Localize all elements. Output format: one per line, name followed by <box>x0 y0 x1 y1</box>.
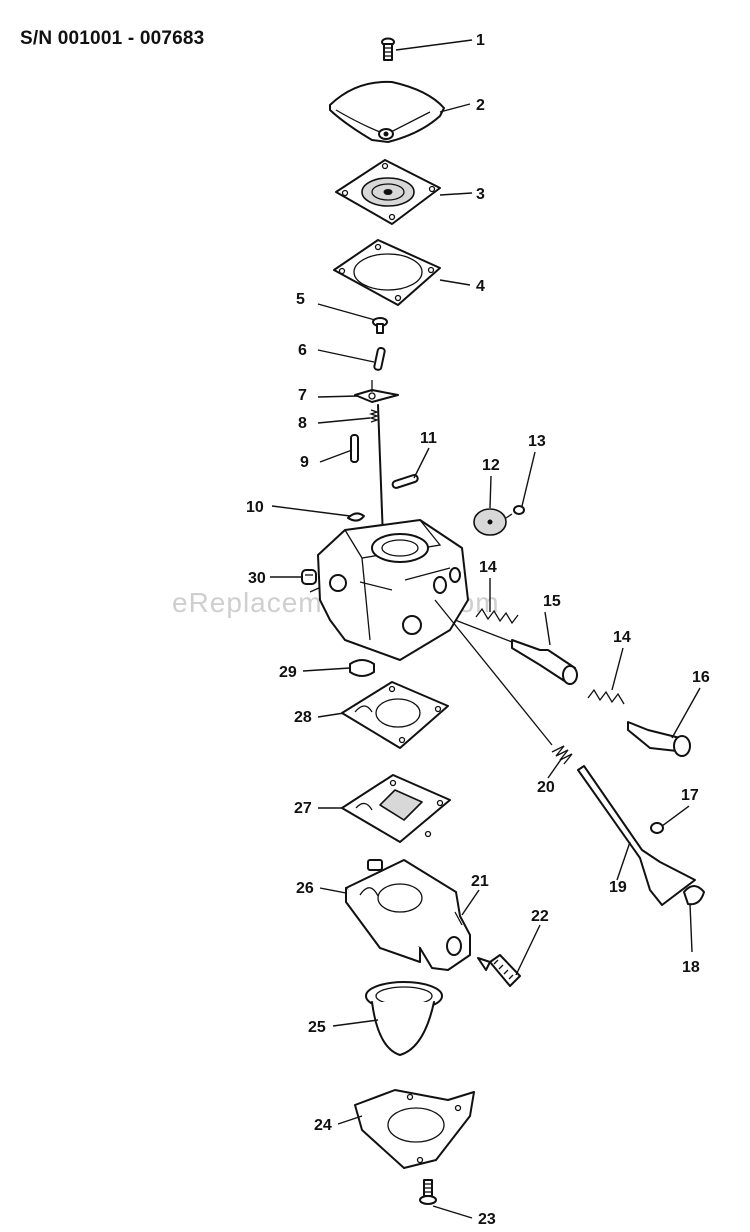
part-2-pump-cover <box>329 80 445 143</box>
part-17-nut <box>650 822 664 834</box>
callout-1: 1 <box>476 32 485 49</box>
part-14-spring-lower <box>587 688 625 705</box>
part-21-needle <box>454 911 463 926</box>
callout-21: 21 <box>471 873 489 890</box>
callout-4: 4 <box>476 278 485 295</box>
part-6-pin <box>373 346 386 371</box>
part-11-seal <box>391 474 419 489</box>
part-10-clip <box>347 512 365 522</box>
part-12-disc <box>473 508 507 536</box>
callout-labels: 1 2 3 4 5 6 7 8 9 10 11 12 13 14 15 14 1… <box>246 32 710 1228</box>
callout-2: 2 <box>476 97 485 114</box>
part-23-screw <box>419 1179 437 1205</box>
part-30-plug <box>301 569 317 585</box>
part-5-screw <box>372 317 388 334</box>
part-24-flange <box>354 1089 475 1169</box>
serial-range-title: S/N 001001 - 007683 <box>20 28 205 49</box>
part-8-spring <box>368 409 380 423</box>
callout-23: 23 <box>478 1211 496 1228</box>
callout-14-upper: 14 <box>479 559 497 576</box>
callout-14-lower: 14 <box>613 629 631 646</box>
callout-19: 19 <box>609 879 627 896</box>
carburetor-body <box>317 519 469 661</box>
callout-25: 25 <box>308 1019 326 1036</box>
part-28-gasket <box>341 681 449 749</box>
callout-10: 10 <box>246 499 264 516</box>
part-25-primer-bulb <box>365 981 443 1056</box>
part-14-spring-upper <box>475 607 519 625</box>
callout-13: 13 <box>528 433 546 450</box>
part-7-metering-lever <box>354 380 399 403</box>
part-19-lever <box>577 765 696 906</box>
callout-5: 5 <box>296 291 305 308</box>
part-26-cover <box>345 859 471 971</box>
callout-20: 20 <box>537 779 555 796</box>
callout-8: 8 <box>298 415 307 432</box>
part-9-pin <box>350 434 359 463</box>
callout-16: 16 <box>692 669 710 686</box>
callout-28: 28 <box>294 709 312 726</box>
part-18-clip <box>683 885 705 906</box>
callout-26: 26 <box>296 880 314 897</box>
callout-12: 12 <box>482 457 500 474</box>
callout-27: 27 <box>294 800 312 817</box>
part-16-needle <box>627 721 691 757</box>
callout-11: 11 <box>420 430 437 447</box>
callout-9: 9 <box>300 454 309 471</box>
part-27-diaphragm <box>341 774 451 843</box>
callout-22: 22 <box>531 908 549 925</box>
callout-30: 30 <box>248 570 266 587</box>
part-1-screw <box>381 37 395 61</box>
callout-18: 18 <box>682 959 700 976</box>
callout-15: 15 <box>543 593 561 610</box>
part-15-needle <box>454 619 578 685</box>
callout-24: 24 <box>314 1117 332 1134</box>
callout-6: 6 <box>298 342 307 359</box>
part-22-screw <box>477 954 521 987</box>
callout-29: 29 <box>279 664 297 681</box>
callout-3: 3 <box>476 186 485 203</box>
part-29-plug <box>349 659 375 677</box>
callout-7: 7 <box>298 387 307 404</box>
callout-17: 17 <box>681 787 699 804</box>
part-3-pump-diaphragm <box>335 159 441 225</box>
part-4-gasket <box>333 239 441 306</box>
callout-leaders <box>270 39 701 1219</box>
part-13-screw <box>505 505 525 519</box>
part-20-spring <box>434 599 573 765</box>
